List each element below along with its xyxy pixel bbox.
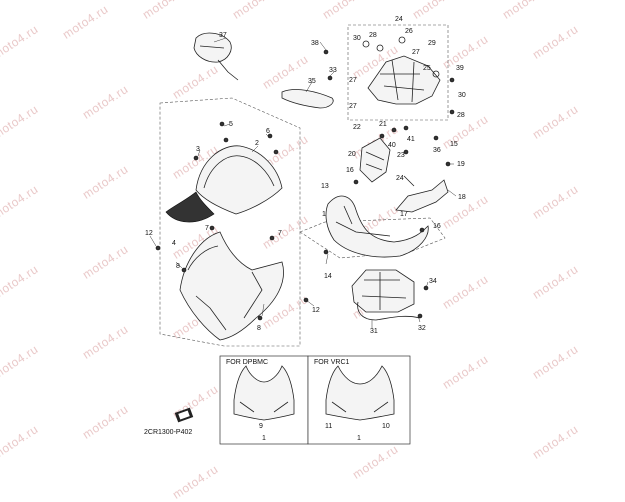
callout-1: 1 (322, 211, 326, 218)
callout-15: 15 (450, 141, 458, 148)
fastener-set (155, 49, 455, 321)
callout-12: 12 (312, 307, 320, 314)
callout-labels: 37 38 30 28 26 24 29 39 25 27 33 35 27 2… (145, 16, 466, 335)
callout-16: 16 (433, 223, 441, 230)
callout-33: 33 (329, 67, 337, 74)
callout-27: 27 (412, 49, 420, 56)
diagram-code: 2CR1300-P402 (144, 429, 193, 436)
callout-30: 30 (353, 35, 361, 42)
headlight-group-outline (299, 217, 446, 259)
callout-32: 32 (418, 325, 426, 332)
callout-6: 6 (266, 128, 270, 135)
callout-34: 34 (429, 278, 437, 285)
dpbmc-callout-9: 9 (259, 423, 263, 430)
mirror-part (193, 32, 239, 81)
callout-12: 12 (145, 230, 153, 237)
callout-27: 27 (349, 103, 357, 110)
stay-assembly-part (362, 36, 441, 105)
callout-35: 35 (308, 78, 316, 85)
headlight-assembly-part (325, 195, 429, 258)
cable-part (357, 301, 421, 321)
callout-8: 8 (176, 263, 180, 270)
callout-20: 20 (348, 151, 356, 158)
callout-16: 16 (346, 167, 354, 174)
callout-3: 3 (196, 146, 200, 153)
vrc1-callout-1: 1 (357, 435, 361, 442)
callout-38: 38 (311, 40, 319, 47)
callout-7: 7 (278, 230, 282, 237)
callout-36: 36 (433, 147, 441, 154)
callout-24: 24 (395, 16, 403, 23)
callout-5: 5 (229, 121, 233, 128)
callout-31: 31 (370, 328, 378, 335)
dpbmc-callout-1: 1 (262, 435, 266, 442)
callout-2: 2 (255, 140, 259, 147)
headlight-unit-part (351, 269, 415, 313)
callout-25: 25 (423, 65, 431, 72)
callout-17: 17 (400, 211, 408, 218)
callout-18: 18 (458, 194, 466, 201)
meter-bracket-part (359, 137, 391, 183)
vrc1-callout-11: 11 (325, 423, 332, 430)
callout-28: 28 (369, 32, 377, 39)
callout-4: 4 (172, 240, 176, 247)
callout-41: 41 (407, 136, 415, 143)
callout-30: 30 (458, 92, 466, 99)
callout-14: 14 (324, 273, 332, 280)
front-cowling-part (179, 231, 284, 341)
note-icon (174, 407, 194, 423)
side-stay-part (395, 175, 449, 213)
callout-27: 27 (349, 77, 357, 84)
inner-panel-part (165, 191, 215, 223)
windshield-part (195, 145, 283, 215)
leader-lines (149, 37, 457, 328)
variant-box-vrc1: FOR VRC1 11 10 1 (307, 355, 411, 445)
callout-22: 22 (353, 124, 361, 131)
variant-box-dpbmc: FOR DPBMC 9 1 (219, 355, 309, 445)
variant-label-vrc1: FOR VRC1 (314, 359, 350, 366)
stay-group-outline (347, 24, 449, 121)
exploded-parts-diagram: 37 38 30 28 26 24 29 39 25 27 33 35 27 2… (145, 16, 466, 445)
callout-26: 26 (405, 28, 413, 35)
callout-28: 28 (457, 112, 465, 119)
vrc1-callout-10: 10 (382, 423, 390, 430)
callout-29: 29 (428, 40, 436, 47)
callout-37: 37 (219, 32, 227, 39)
callout-24: 24 (396, 175, 404, 182)
callout-40: 40 (388, 142, 396, 149)
callout-21: 21 (379, 121, 387, 128)
callout-8: 8 (257, 325, 261, 332)
callout-13: 13 (321, 183, 329, 190)
callout-23: 23 (397, 152, 405, 159)
callout-19: 19 (457, 161, 465, 168)
callout-7: 7 (205, 225, 209, 232)
variant-label-dpbmc: FOR DPBMC (226, 359, 268, 366)
callout-39: 39 (456, 65, 464, 72)
bracket-part-35 (281, 89, 334, 109)
cowling-group-outline (159, 97, 301, 347)
